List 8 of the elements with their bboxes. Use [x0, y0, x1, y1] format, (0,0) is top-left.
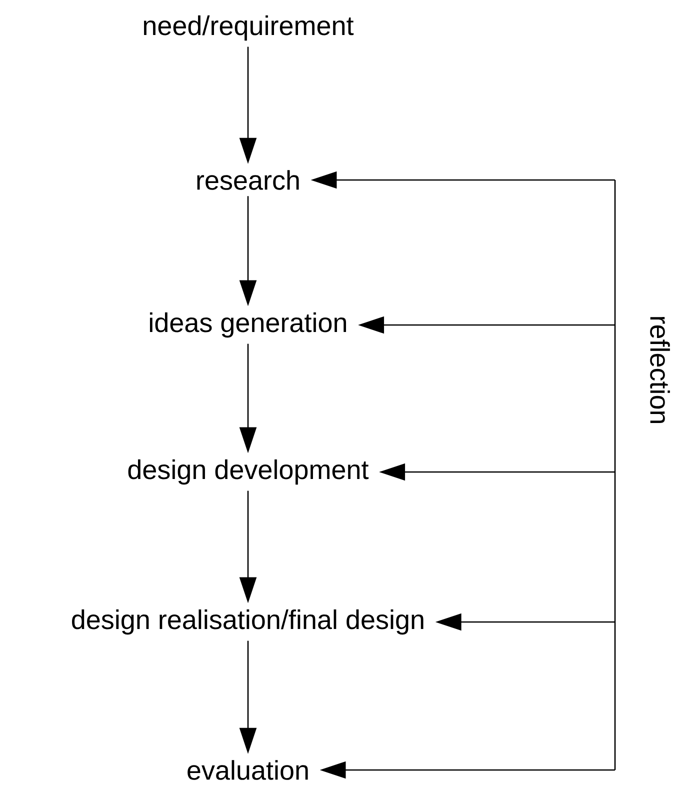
step-text: need/requirement — [144, 15, 354, 41]
step-text: design realisation/final design — [72, 609, 424, 635]
feedback-line — [614, 180, 616, 770]
step-text: evaluation — [188, 760, 308, 780]
side-label: reflection — [650, 317, 670, 424]
step-text: design development — [128, 459, 369, 485]
step-text: research — [197, 170, 299, 190]
step-text: ideas generation — [150, 312, 346, 338]
